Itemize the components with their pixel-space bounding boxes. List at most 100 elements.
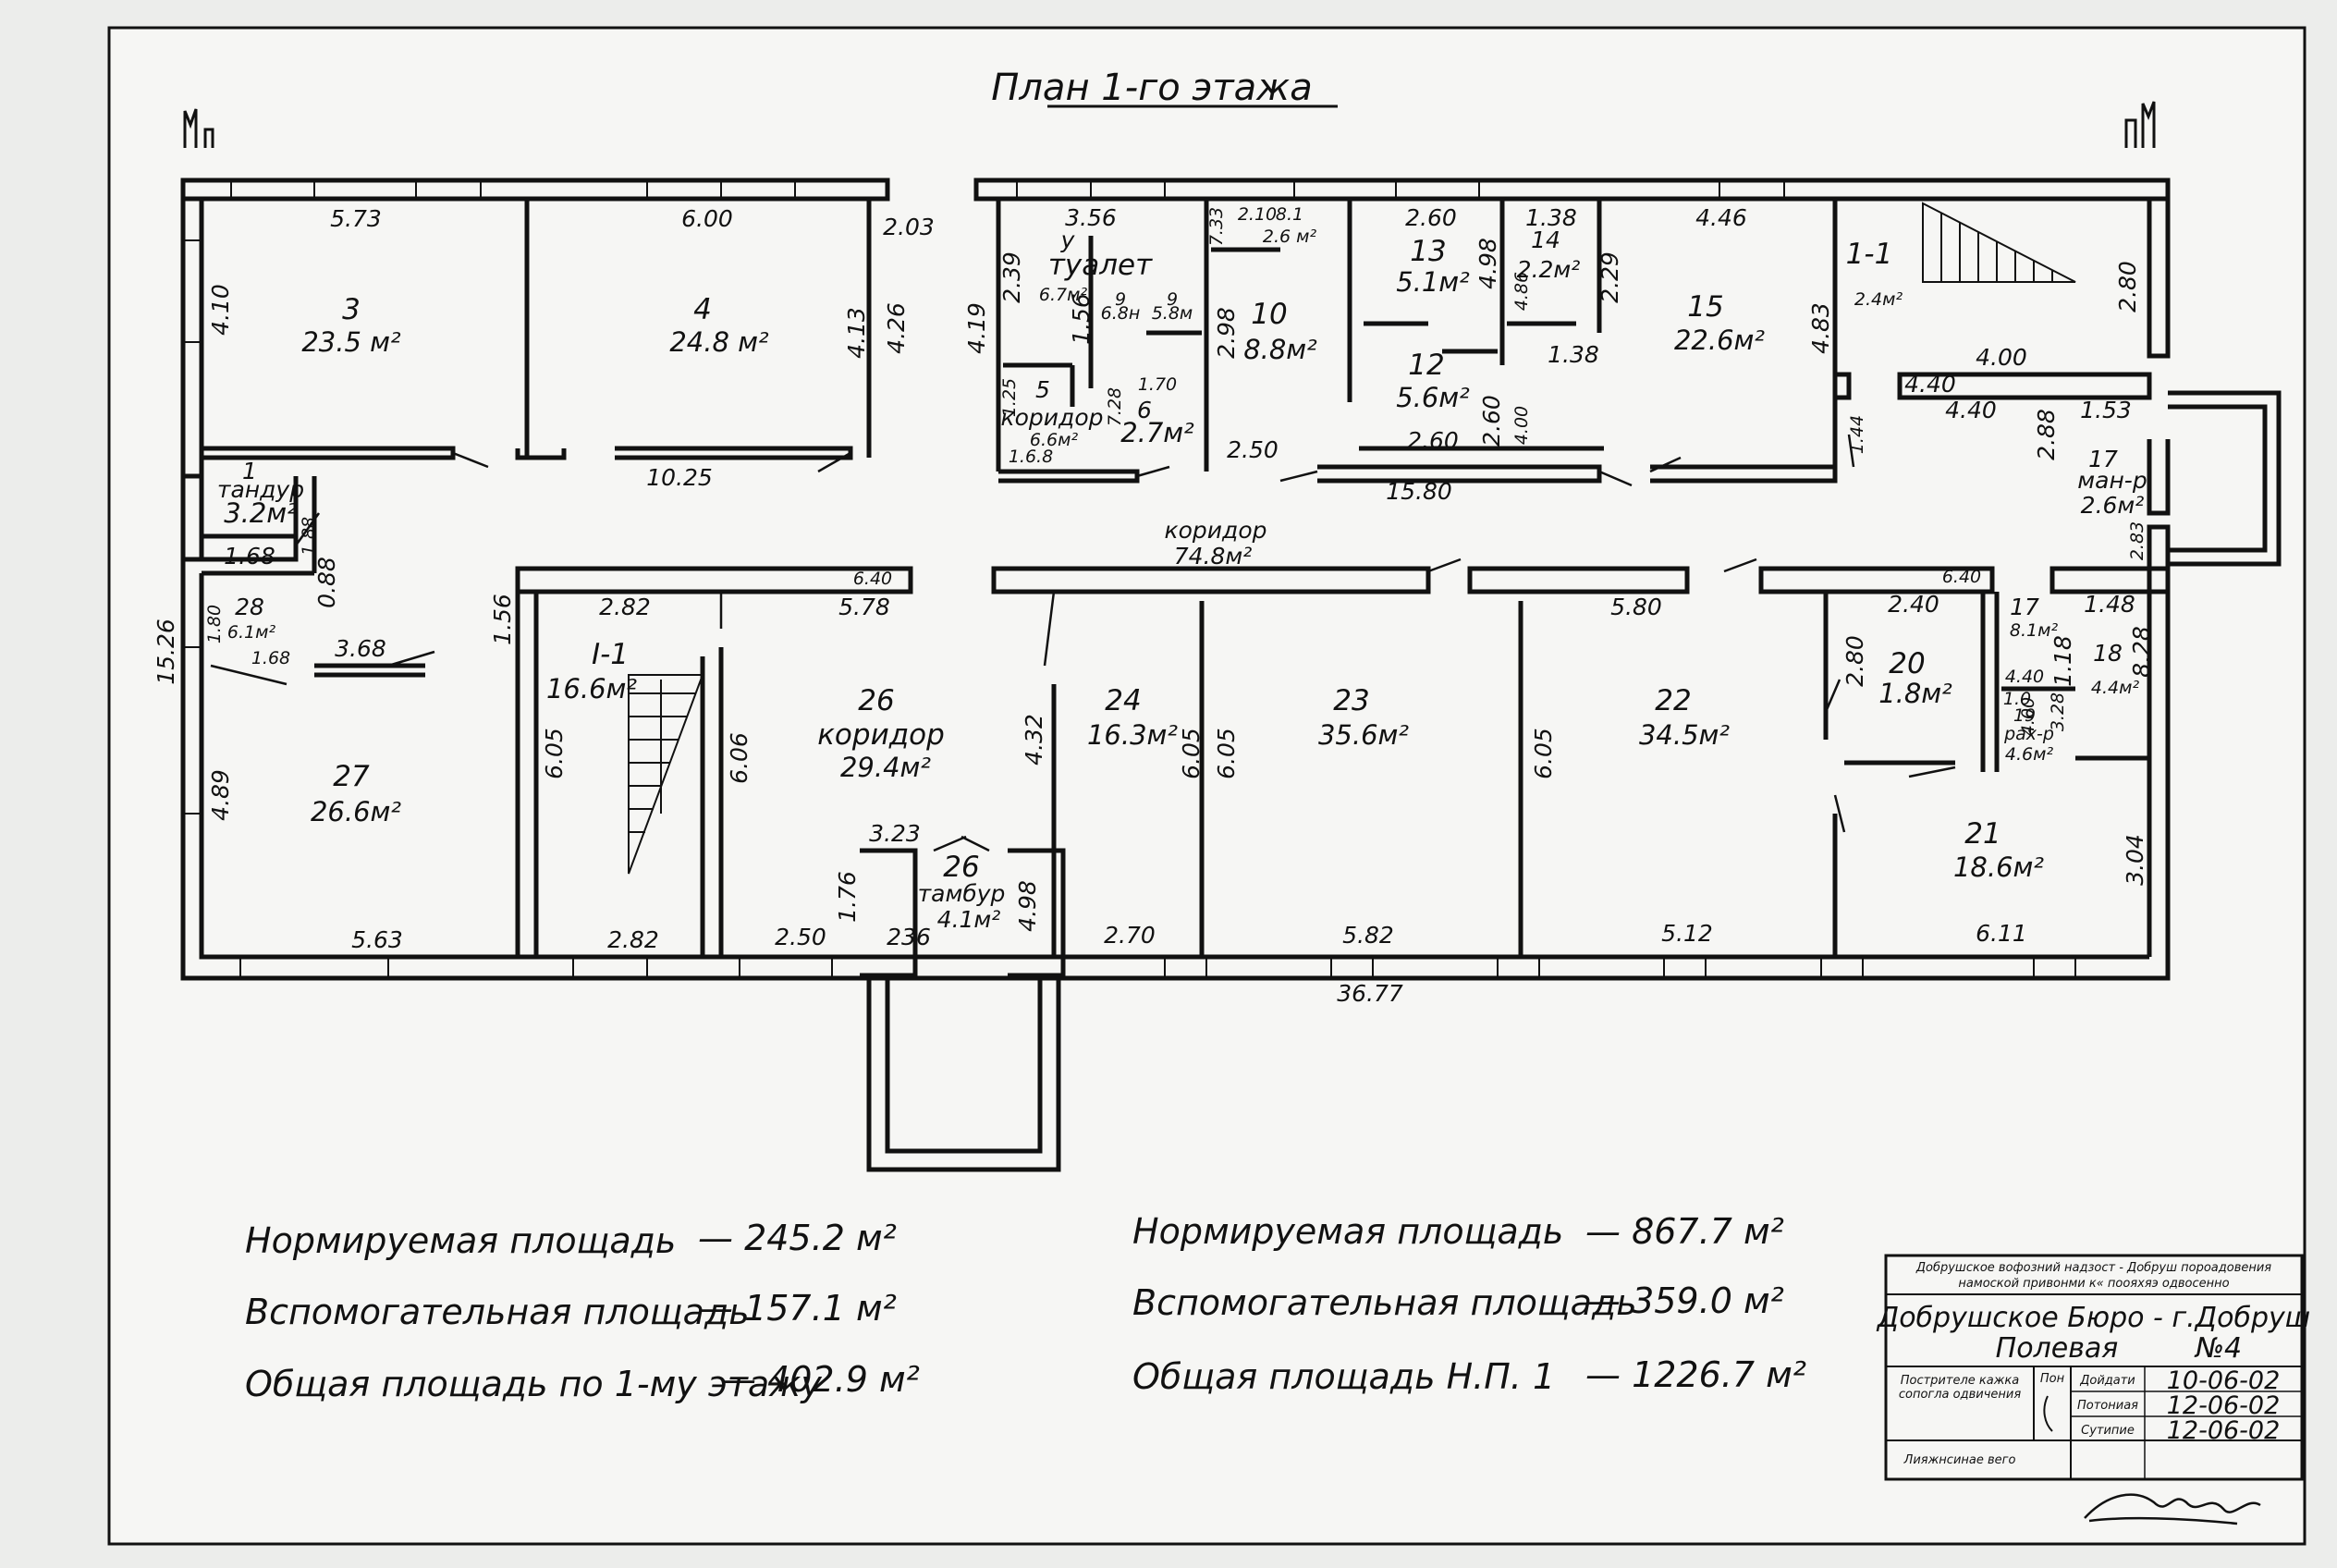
dim-label: 1.56 [489,594,516,645]
room-22-number: 22 [1655,684,1691,717]
room-20-area: 1.8м² [1878,678,1952,709]
dim-label: 1.56 [1068,293,1095,345]
room-1-number: 1 [242,458,257,484]
room-17b-area: 8.1м² [2010,620,2059,641]
dim-label: 1.38 [1548,341,1599,368]
stamp-r3-date: 12-06-02 [2167,1416,2281,1445]
legend-right-1-value: — 867.7 м² [1585,1211,1784,1252]
dim-label: 5.12 [1661,920,1713,947]
dim-label: 2.60 [1405,204,1457,231]
chimney-right [2124,101,2156,148]
room-6-area: 2.7м² [1120,417,1194,448]
room-1-1-number: 1-1 [1846,238,1893,271]
dim-label: 2.03 [883,214,935,240]
dim-label: 2.98 [1213,307,1240,359]
dim-label: 4.40 [1904,371,1956,398]
dim-label: 15.26 [153,619,179,685]
main-corridor-name: коридор [1165,517,1267,544]
dim-label: 0.88 [313,557,340,608]
stamp-org-line2: намоской привонми к« поояхяэ одвосенно [1958,1277,2229,1291]
dim-label: 5.78 [838,594,890,620]
dim-label: 4.19 [963,302,990,354]
dim-label: 6.05 [1213,728,1240,779]
dim-label: 1.18 [2049,635,2076,687]
room-14-area: 2.2м² [1517,256,1581,283]
dim-label: 4.00 [1976,344,2027,371]
room-26b-number: 26 [943,851,979,884]
dim-label: 4.13 [843,307,870,359]
dim-label: 2.29 [1597,251,1623,303]
main-corridor-area: 74.8м² [1174,543,1253,570]
dim-label: 2.40 [1888,591,1939,618]
plan-title: План 1-го этажа [991,67,1312,109]
dim-label: 1.0 [2003,689,2031,709]
room-10-area: 8.8м² [1243,334,1317,365]
dim-label: 4.10 [207,284,234,336]
stamp-street: Полевая [1996,1332,2119,1365]
dim-label: 3.28 [2048,692,2068,731]
stamp-r1-date: 10-06-02 [2167,1366,2281,1395]
dim-label: 4.40 [2005,667,2044,687]
stamp-bureau: Добрушское Бюро - г.Добруш [1876,1302,2310,1334]
dim-label: 2.10 [1238,204,1277,225]
stamp-r1-label: Дойдати [2079,1374,2135,1388]
room-24-area: 16.3м² [1087,719,1178,751]
room-12-area: 5.6м² [1396,382,1470,413]
room-9a-number: 9 [1115,289,1126,310]
dim-label: 4.98 [1014,880,1041,932]
dim-label: 6.05 [1178,728,1205,779]
title-block [1884,1254,2304,1481]
dim-label: 1.6.8 [1009,447,1053,467]
room-15-number: 15 [1687,290,1723,324]
stamp-mark [2043,1395,2053,1432]
dim-label: 7.33 [1206,207,1227,246]
room-10-number: 10 [1251,298,1287,331]
dim-label: 2.82 [607,926,659,953]
dim-label: 1.70 [1138,374,1177,395]
room-19-name: рах-р [2003,724,2054,744]
stamp-footer: Лияжнсинае вего [1903,1453,2016,1467]
room-1-name: тандур [217,476,304,503]
title-block-text: Добрушское вофозний надзост - Добруш пор… [1876,1261,2310,1467]
room-20-number: 20 [1889,647,1925,680]
signature [2084,1493,2261,1525]
dim-label: 5.73 [330,205,382,232]
stairs [628,202,2076,875]
dim-label: 4.26 [883,302,910,354]
dim-label: 1.48 [2084,591,2135,618]
room-27-number: 27 [333,760,370,793]
dim-label: 2.50 [775,924,826,950]
room-7-area: 2.6 м² [1263,227,1317,247]
room-labels: 3 23.5 м² 4 24.8 м² у туалет 6.7м² 9 6.8… [217,204,2147,933]
room-toilet-name: туалет [1048,249,1153,282]
room-24-number: 24 [1105,684,1141,717]
room-5-number: 5 [1035,376,1050,403]
room-26b-area: 4.1м² [937,906,1001,933]
dim-label: 4.00 [2018,697,2038,736]
room-28-area: 6.1м² [227,622,276,643]
dim-label: 236 [887,924,931,950]
dim-label: 2.83 [2127,521,2147,560]
room-9a-area: 6.8н [1101,303,1141,324]
dim-label: 4.32 [1021,714,1047,766]
room-19-number: 19 [2013,705,2036,726]
room-4-number: 4 [693,293,712,326]
dim-label: 6.40 [1942,567,1981,587]
dim-label: 1.68 [224,543,275,570]
room-18-area: 4.4м² [2091,678,2140,698]
room-26-area: 29.4м² [840,752,931,783]
dim-label: 6.05 [541,728,568,779]
legend-right-3-label: Общая площадь Н.П. 1 [1132,1356,1555,1397]
room-18-number: 18 [2093,640,2123,667]
room-3-number: 3 [342,293,361,326]
dim-label: 4.00 [1511,406,1532,445]
dim-label: 2.39 [998,251,1025,303]
room-9b-area: 5.8м [1152,303,1193,324]
room-1-1-area: 2.4м² [1854,289,1903,310]
dim-label: 1.80 [204,605,225,643]
room-I-1-number: I-1 [592,638,629,671]
room-26-number: 26 [858,684,894,717]
dim-label: 6.05 [1530,728,1557,779]
dim-label: 10.25 [646,464,713,491]
